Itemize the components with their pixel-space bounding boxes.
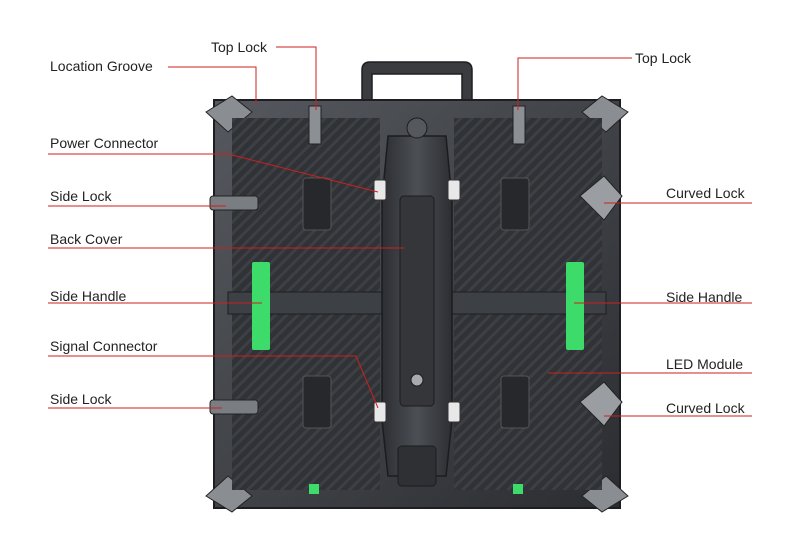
side-handle-left-shape <box>252 262 270 350</box>
power-connector-shape-right <box>447 179 461 201</box>
corner-bottom-right <box>581 475 629 513</box>
module-latch-bl <box>302 375 332 429</box>
module-latch-tr <box>500 177 530 231</box>
bottom-mount <box>397 445 437 487</box>
label-power-connector: Power Connector <box>50 135 159 151</box>
label-side-handle-left: Side Handle <box>50 288 127 304</box>
module-latch-br <box>500 375 530 429</box>
signal-connector-shape <box>373 401 387 423</box>
top-knob <box>406 117 428 139</box>
corner-top-left <box>205 95 253 133</box>
module-latch-tl <box>302 177 332 231</box>
side-handle-right-shape <box>566 262 584 350</box>
label-signal-connector: Signal Connector <box>50 338 158 354</box>
signal-connector-shape-right <box>447 401 461 423</box>
label-top-lock-left: Top Lock <box>211 39 268 55</box>
curved-lock-upper-shape <box>579 175 623 221</box>
led-cabinet <box>205 61 629 513</box>
power-connector-shape <box>373 179 387 201</box>
label-top-lock-right: Top Lock <box>635 50 692 66</box>
leader-top-lock-left <box>276 46 317 110</box>
bottom-marker-left <box>309 484 319 494</box>
back-cover-panel <box>399 195 435 407</box>
top-lock-left-shape <box>308 105 322 145</box>
top-lock-right-shape <box>512 105 526 145</box>
label-led-module: LED Module <box>666 356 744 372</box>
label-location-groove: Location Groove <box>50 58 153 74</box>
corner-bottom-left <box>205 475 253 513</box>
side-lock-upper-shape <box>209 195 259 211</box>
label-curved-lock-lower: Curved Lock <box>666 400 745 416</box>
leader-signal-connector <box>48 355 379 409</box>
label-side-lock-upper: Side Lock <box>50 188 112 204</box>
side-lock-lower-shape <box>209 399 259 415</box>
leader-power-connector <box>48 153 379 193</box>
corner-top-right <box>581 95 629 133</box>
label-back-cover: Back Cover <box>50 231 123 247</box>
label-side-lock-lower: Side Lock <box>50 391 112 407</box>
leader-location-groove <box>168 66 257 104</box>
label-side-handle-right: Side Handle <box>666 289 743 305</box>
leader-top-lock-right <box>517 57 632 110</box>
bottom-knob <box>410 373 424 387</box>
bottom-marker-right <box>513 484 523 494</box>
label-curved-lock-upper: Curved Lock <box>666 185 745 201</box>
leader-lines <box>48 46 752 417</box>
curved-lock-lower-shape <box>579 381 623 427</box>
